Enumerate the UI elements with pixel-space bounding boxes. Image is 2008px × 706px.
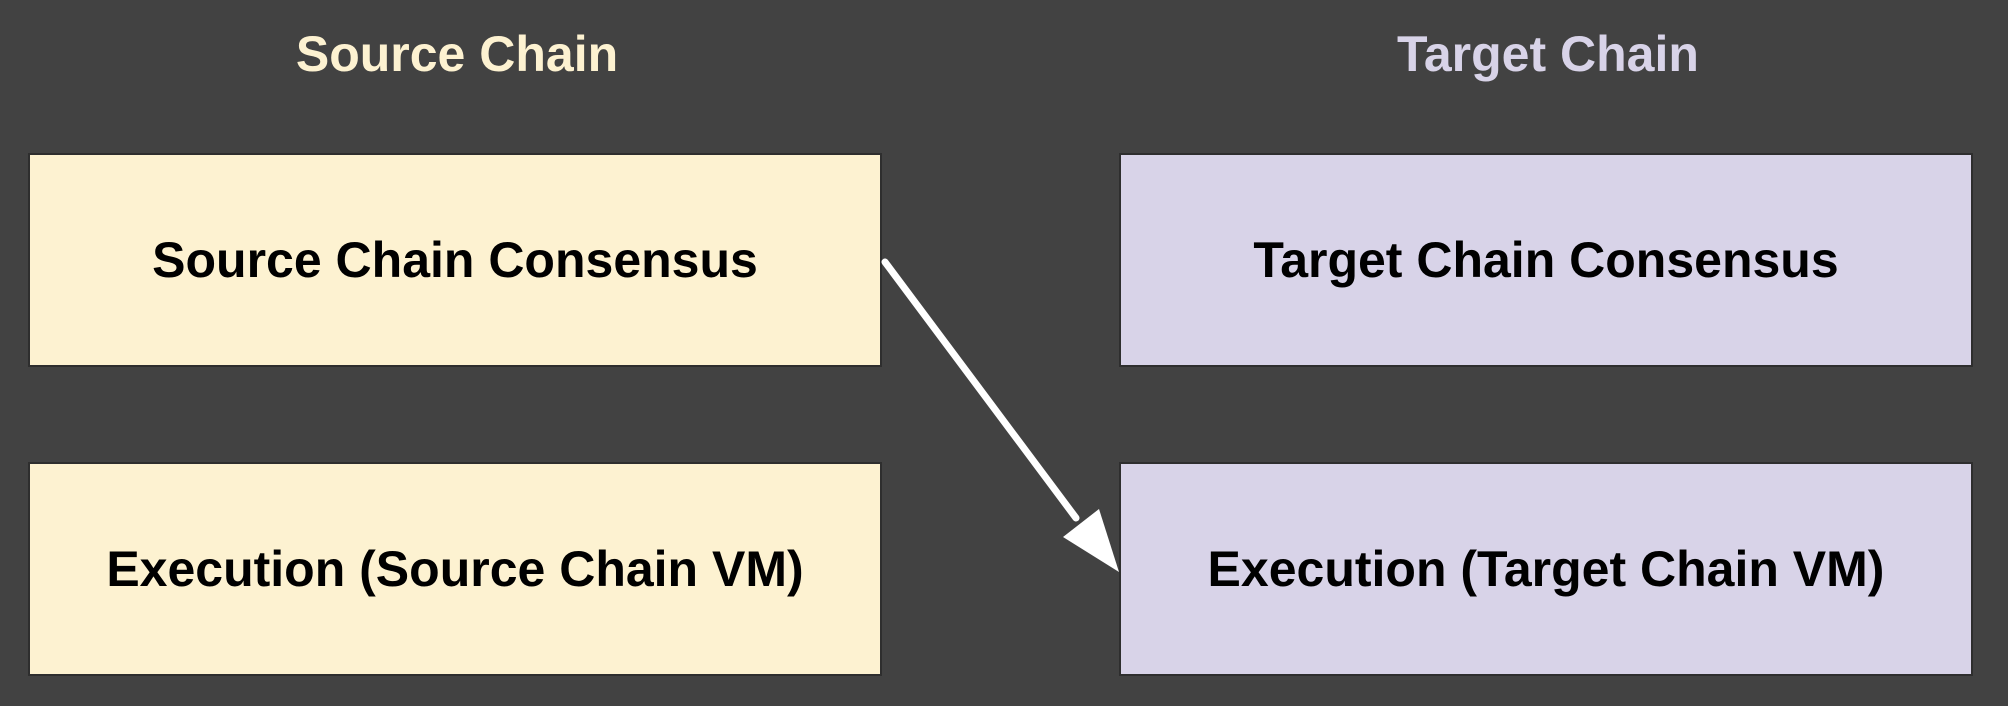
source-chain-consensus-box: Source Chain Consensus [28,153,882,367]
arrow-head [1063,509,1119,572]
target-chain-title: Target Chain [1397,26,1699,82]
target-chain-execution-box: Execution (Target Chain VM) [1119,462,1973,676]
target-chain-consensus-label: Target Chain Consensus [1253,232,1839,288]
source-chain-execution-box: Execution (Source Chain VM) [28,462,882,676]
consensus-to-execution-arrow [881,258,1080,522]
source-chain-title: Source Chain [295,26,619,82]
target-chain-execution-label: Execution (Target Chain VM) [1207,541,1885,597]
source-chain-execution-label: Execution (Source Chain VM) [106,541,804,597]
target-chain-consensus-box: Target Chain Consensus [1119,153,1973,367]
source-chain-consensus-label: Source Chain Consensus [152,232,758,288]
